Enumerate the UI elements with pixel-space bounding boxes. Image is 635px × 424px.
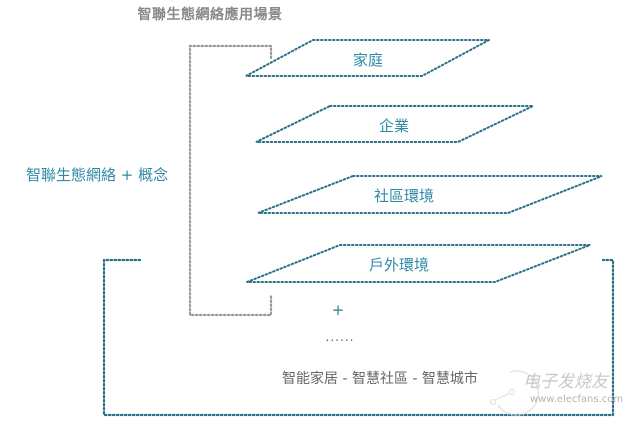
plus-symbol: +	[331, 301, 345, 319]
scenario-label-enterprise: 企業	[378, 117, 410, 135]
scenario-label-outdoor: 戶外環境	[368, 256, 430, 274]
diagram-title: 智聯生態網絡應用場景	[137, 7, 283, 23]
outer-bracket	[102, 258, 615, 417]
scenario-frame-community	[257, 175, 603, 214]
scenario-label-home: 家庭	[352, 51, 384, 69]
watermark-logo-text: 电子发烧友	[523, 372, 608, 392]
bottom-caption: 智能家居 - 智慧社區 - 智慧城市	[282, 371, 478, 387]
scenario-frame-home	[245, 39, 490, 77]
scenario-label-community: 社區環境	[373, 187, 435, 205]
scenario-frame-outdoor	[246, 244, 591, 283]
watermark-url: www.elecfans.com	[530, 394, 624, 405]
ellipsis: ......	[325, 330, 355, 344]
scenario-frame-enterprise	[255, 105, 534, 143]
concept-label: 智聯生態網絡 + 概念	[26, 166, 169, 184]
inner-bracket	[188, 44, 273, 317]
watermark-logo-icon	[489, 370, 540, 416]
